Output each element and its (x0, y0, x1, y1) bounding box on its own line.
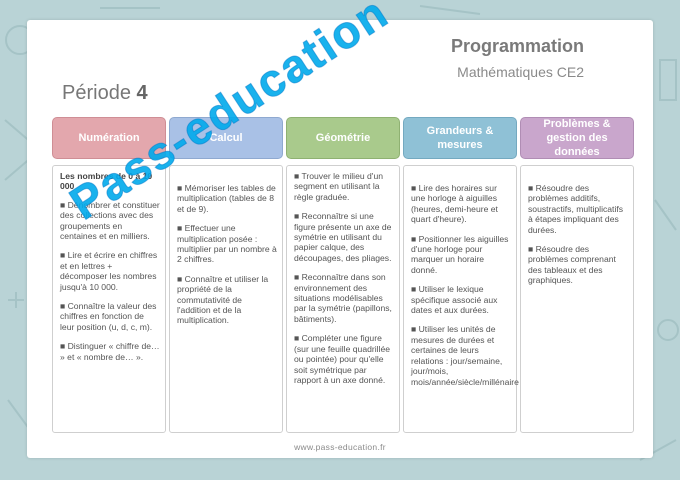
page-title: Programmation (450, 36, 584, 56)
bullet-icon: ■ (177, 183, 183, 193)
list-item: ■ Reconnaître si une figure présente un … (294, 211, 392, 263)
list-item: ■ Utiliser le lexique spécifique associé… (411, 284, 498, 316)
page-subtitle: Mathématiques CE2 (457, 64, 584, 80)
list-item: ■ Effectuer une multiplication posée : m… (177, 223, 277, 265)
footer-url: www.pass-education.fr (294, 442, 386, 452)
bullet-icon: ■ (60, 341, 66, 352)
list-item: ■ Résoudre des problèmes comprenant des … (528, 244, 616, 286)
program-columns: Les nombres de 0 à 10 000 ■ Dénombrer et… (52, 165, 638, 435)
period-text: Période (62, 82, 131, 104)
list-item: ■ Lire des horaires sur une horloge à ai… (411, 183, 498, 225)
column-headers: Numération Calcul Géométrie Grandeurs & … (52, 117, 638, 161)
bullet-icon: ■ (294, 211, 300, 222)
header-problemes-donnees: Problèmes & gestion des données (520, 117, 634, 159)
bullet-icon: ■ (528, 183, 534, 193)
bullet-icon: ■ (411, 284, 417, 295)
bullet-icon: ■ (60, 199, 66, 210)
list-item: ■ Résoudre des problèmes additifs, soust… (528, 183, 624, 235)
list-item: ■ Connaître et utiliser la propriété de … (177, 273, 269, 326)
bullet-icon: ■ (294, 333, 300, 344)
period-number: 4 (136, 82, 148, 104)
list-item: ■ Positionner les aiguilles d'une horlog… (411, 233, 509, 275)
header-geometrie: Géométrie (286, 117, 400, 159)
bullet-icon: ■ (177, 273, 183, 284)
bullet-icon: ■ (294, 171, 300, 181)
list-item: ■ Distinguer « chiffre de… » et « nombre… (60, 341, 160, 362)
header-numeration: Numération (52, 117, 166, 159)
list-item: ■ Mémoriser les tables de multiplication… (177, 183, 276, 214)
list-item: ■ Trouver le milieu d'un segment en util… (294, 171, 384, 202)
bullet-icon: ■ (177, 223, 183, 234)
column-numeration: Les nombres de 0 à 10 000 ■ Dénombrer et… (52, 165, 166, 433)
column-problemes-donnees: ■ Résoudre des problèmes additifs, soust… (520, 165, 634, 433)
list-item: ■ Utiliser les unités de mesures de duré… (411, 324, 528, 387)
column-grandeurs-mesures: ■ Lire des horaires sur une horloge à ai… (403, 165, 528, 433)
bullet-icon: ■ (411, 324, 417, 335)
list-item: ■ Compléter une figure (sur une feuille … (294, 333, 391, 385)
list-item: ■ Dénombrer et constituer des collection… (60, 199, 160, 242)
period-label: Période 4 (62, 82, 148, 105)
bullet-icon: ■ (411, 183, 417, 193)
list-item: ■ Lire et écrire en chiffres et en lettr… (60, 250, 158, 292)
bullet-icon: ■ (411, 233, 417, 244)
bullet-icon: ■ (294, 272, 300, 283)
bullet-icon: ■ (528, 244, 534, 255)
list-item: ■ Connaître la valeur des chiffres en fo… (60, 301, 157, 332)
column-calcul: ■ Mémoriser les tables de multiplication… (169, 165, 283, 433)
bullet-icon: ■ (60, 301, 66, 312)
column-title: Les nombres de 0 à 10 000 (60, 171, 153, 192)
column-geometrie: ■ Trouver le milieu d'un segment en util… (286, 165, 400, 433)
header-grandeurs-mesures: Grandeurs & mesures (403, 117, 517, 159)
bullet-icon: ■ (60, 250, 66, 261)
list-item: ■ Reconnaître dans son environnement des… (294, 272, 392, 324)
header-calcul: Calcul (169, 117, 283, 159)
